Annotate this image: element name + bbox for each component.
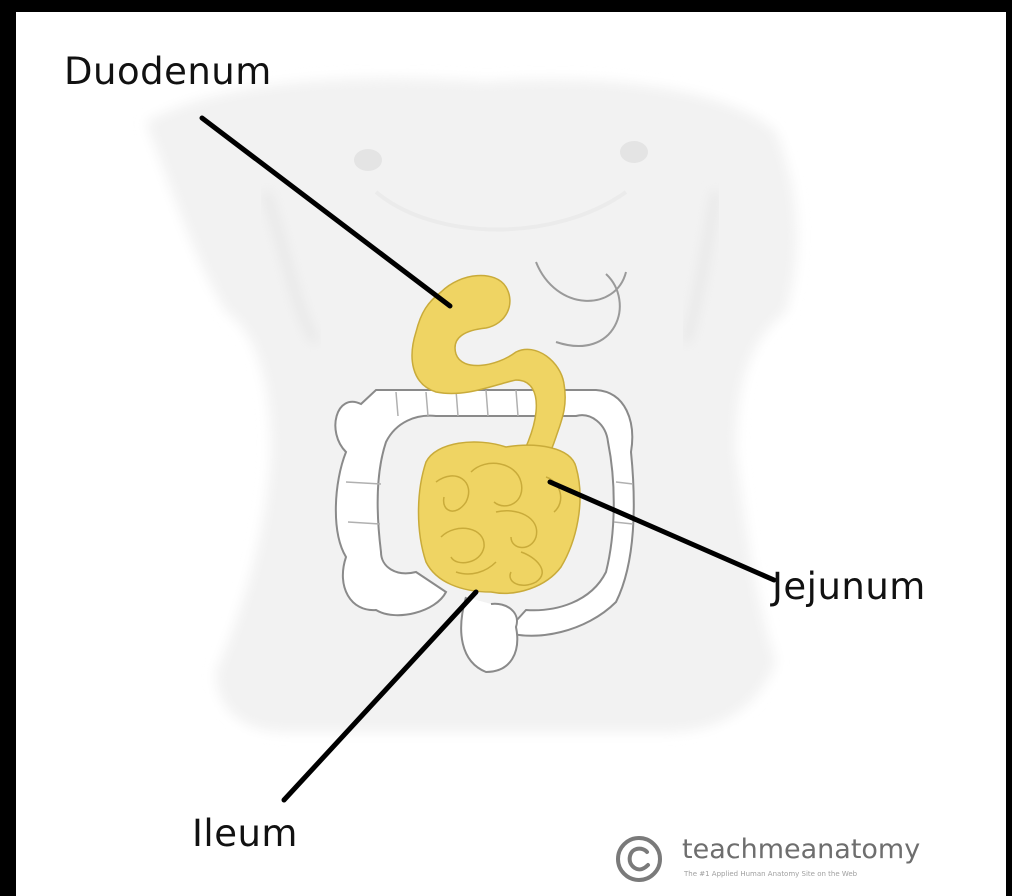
ileum-label: Ileum bbox=[192, 812, 298, 855]
jejunum-label: Jejunum bbox=[772, 565, 926, 608]
duodenum-label: Duodenum bbox=[64, 50, 272, 93]
diagram-frame: Duodenum Jejunum Ileum teachmeanatomy Th… bbox=[16, 12, 1006, 896]
watermark-tagline: The #1 Applied Human Anatomy Site on the… bbox=[684, 870, 857, 878]
right-nipple bbox=[620, 141, 648, 163]
left-nipple bbox=[354, 149, 382, 171]
anatomy-diagram bbox=[16, 12, 1006, 896]
watermark: teachmeanatomy The #1 Applied Human Anat… bbox=[614, 830, 994, 894]
copyright-icon bbox=[614, 834, 664, 884]
jejunum-ileum-coils bbox=[419, 442, 581, 593]
watermark-name: teachmeanatomy bbox=[682, 834, 920, 865]
